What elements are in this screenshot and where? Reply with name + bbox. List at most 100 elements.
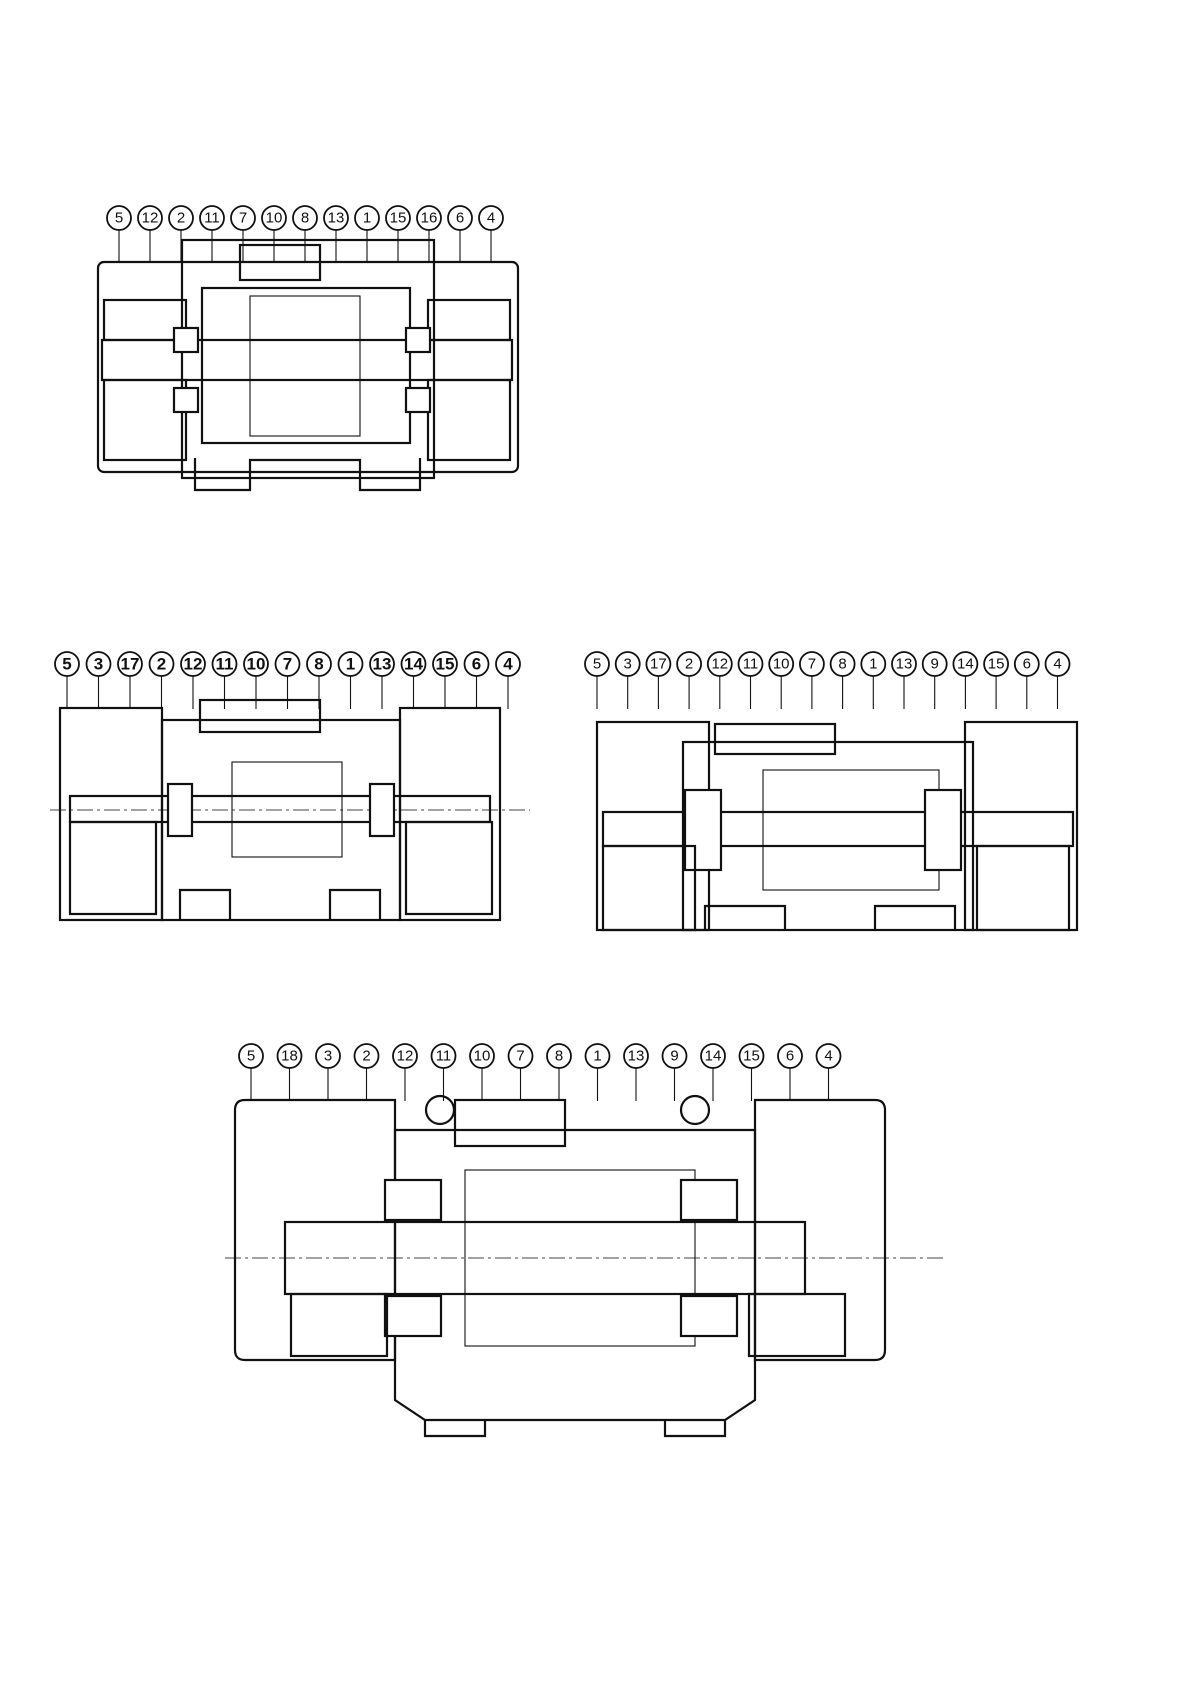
callout-13: 13 <box>892 652 916 709</box>
callout-13: 13 <box>370 652 394 709</box>
callout-3: 3 <box>316 1044 340 1101</box>
callout-label: 4 <box>1053 656 1061 673</box>
callout-12: 12 <box>393 1044 417 1101</box>
callout-2: 2 <box>355 1044 379 1101</box>
callout-17: 17 <box>118 652 142 709</box>
bearing-left <box>168 784 192 836</box>
callout-label: 3 <box>94 655 103 674</box>
callout-label: 8 <box>838 656 846 673</box>
callout-14: 14 <box>402 652 426 709</box>
bearing-left-bottom <box>385 1296 441 1336</box>
shaft <box>70 796 490 822</box>
callout-label: 6 <box>456 210 464 227</box>
eccentric-weight-left <box>603 846 695 930</box>
callout-11: 11 <box>739 652 763 709</box>
end-cover-right <box>400 708 500 920</box>
callout-label: 14 <box>957 656 974 673</box>
callout-15: 15 <box>386 206 410 263</box>
callout-label: 16 <box>421 210 438 227</box>
callout-label: 10 <box>266 210 283 227</box>
callout-label: 1 <box>593 1048 601 1065</box>
callout-label: 13 <box>896 656 913 673</box>
bearing-right-bottom <box>406 388 430 412</box>
bearing-left-top <box>174 328 198 352</box>
mounting-feet <box>425 1420 725 1436</box>
callout-11: 11 <box>432 1044 456 1101</box>
callout-10: 10 <box>470 1044 494 1101</box>
callout-label: 5 <box>593 656 601 673</box>
callout-label: 13 <box>628 1048 645 1065</box>
callout-label: 11 <box>743 656 759 673</box>
callout-13: 13 <box>324 206 348 263</box>
callout-label: 2 <box>362 1048 370 1065</box>
callout-label: 17 <box>121 655 140 674</box>
callout-5: 5 <box>107 206 131 263</box>
callout-6: 6 <box>1015 652 1039 709</box>
callout-6: 6 <box>448 206 472 263</box>
callout-14: 14 <box>953 652 977 709</box>
callout-label: 8 <box>555 1048 563 1065</box>
callout-1: 1 <box>586 1044 610 1101</box>
callout-label: 6 <box>472 655 481 674</box>
callout-1: 1 <box>355 206 379 263</box>
callout-4: 4 <box>1046 652 1070 709</box>
mounting-feet <box>195 458 420 490</box>
callout-label: 8 <box>301 210 309 227</box>
callout-label: 7 <box>516 1048 524 1065</box>
eccentric-weight-left <box>70 822 156 914</box>
callout-label: 4 <box>824 1048 832 1065</box>
callout-6: 6 <box>778 1044 802 1101</box>
bearing-left-bottom <box>174 388 198 412</box>
callout-5: 5 <box>55 652 79 709</box>
rotor <box>232 762 342 857</box>
callout-label: 7 <box>239 210 247 227</box>
callout-5: 5 <box>585 652 609 709</box>
callout-10: 10 <box>769 652 793 709</box>
bearing-right-top <box>406 328 430 352</box>
shaft <box>102 340 512 380</box>
eccentric-weight-left <box>291 1294 387 1356</box>
callout-2: 2 <box>150 652 174 709</box>
callout-label: 12 <box>397 1048 414 1065</box>
bearing-left <box>685 790 721 870</box>
rotor <box>763 770 939 890</box>
callout-7: 7 <box>509 1044 533 1101</box>
eccentric-weight-right <box>977 846 1069 930</box>
callout-5: 5 <box>239 1044 263 1101</box>
callout-label: 5 <box>62 655 71 674</box>
callout-label: 4 <box>487 210 495 227</box>
callout-label: 15 <box>743 1048 760 1065</box>
callout-label: 10 <box>773 656 790 673</box>
callout-label: 11 <box>216 655 234 674</box>
callout-label: 15 <box>436 655 455 674</box>
callout-label: 6 <box>786 1048 794 1065</box>
callout-label: 14 <box>404 655 423 674</box>
bearing-right <box>370 784 394 836</box>
lifting-eye-left <box>426 1096 454 1124</box>
end-cover-left <box>60 708 162 920</box>
bearing-right-top <box>681 1180 737 1220</box>
end-cover <box>98 262 518 472</box>
callout-10: 10 <box>262 206 286 263</box>
eccentric-weight-right <box>406 822 492 914</box>
callout-11: 11 <box>200 206 224 263</box>
callout-label: 13 <box>373 655 392 674</box>
callout-15: 15 <box>984 652 1008 709</box>
cross-section-motor-medium-right: 53172121110781139141564 <box>585 650 1105 950</box>
callout-label: 17 <box>650 656 667 673</box>
callout-9: 9 <box>663 1044 687 1101</box>
callout-label: 15 <box>390 210 407 227</box>
callout-label: 2 <box>685 656 693 673</box>
callout-label: 3 <box>324 1048 332 1065</box>
callout-label: 5 <box>115 210 123 227</box>
end-cover-right <box>755 1100 885 1360</box>
callout-8: 8 <box>293 206 317 263</box>
cross-section-motor-small: 5122117108131151664 <box>90 200 540 540</box>
callout-7: 7 <box>800 652 824 709</box>
callout-14: 14 <box>701 1044 725 1101</box>
callout-1: 1 <box>861 652 885 709</box>
callout-label: 2 <box>157 655 166 674</box>
callout-12: 12 <box>708 652 732 709</box>
callout-15: 15 <box>433 652 457 709</box>
